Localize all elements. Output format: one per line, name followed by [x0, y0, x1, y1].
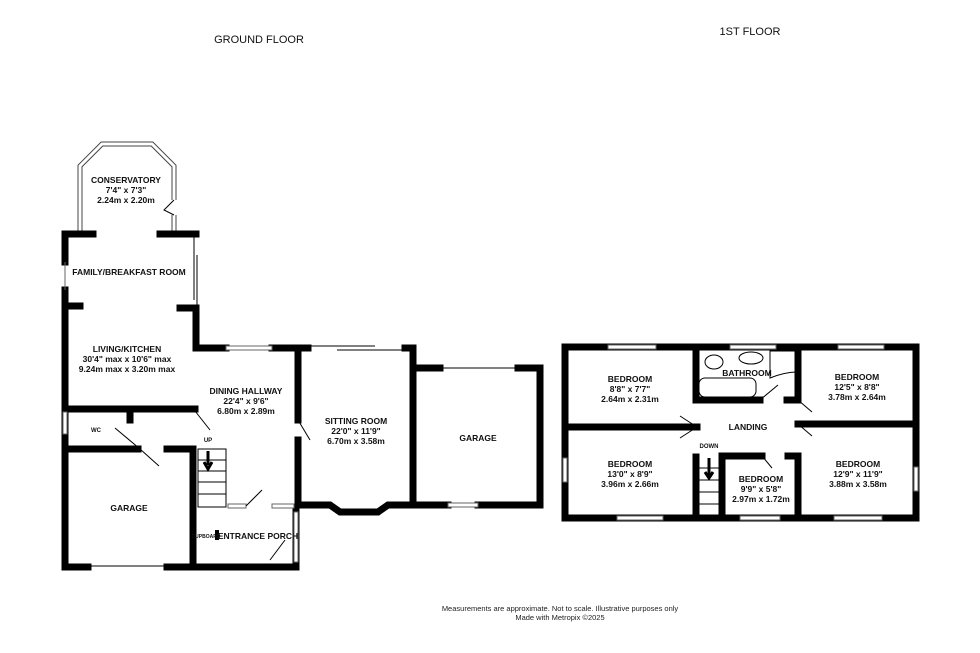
svg-text:BEDROOM: BEDROOM [836, 459, 880, 469]
svg-text:12'9" x 11'9": 12'9" x 11'9" [833, 469, 882, 479]
room-entrance-porch: ENTRANCE PORCH [218, 531, 298, 541]
porch-doors [245, 489, 286, 561]
svg-text:3.78m x 2.64m: 3.78m x 2.64m [828, 392, 886, 402]
svg-text:8'8" x 7'7": 8'8" x 7'7" [610, 384, 650, 394]
stair-arrow-icon [202, 451, 214, 473]
first-floor-heading: 1ST FLOOR [720, 26, 781, 38]
svg-text:DINING HALLWAY: DINING HALLWAY [210, 386, 283, 396]
room-living-kitchen: LIVING/KITCHEN 30'4" max x 10'6" max 9.2… [79, 344, 176, 374]
svg-text:6.80m x 2.89m: 6.80m x 2.89m [217, 406, 275, 416]
room-bedroom-bottom-left: BEDROOM 13'0" x 8'9" 3.96m x 2.66m [601, 459, 659, 489]
svg-text:2.64m x 2.31m: 2.64m x 2.31m [601, 394, 659, 404]
first-floor-doors [679, 384, 813, 469]
svg-text:6.70m x 3.58m: 6.70m x 3.58m [327, 436, 385, 446]
room-bedroom-top-left: BEDROOM 8'8" x 7'7" 2.64m x 2.31m [601, 374, 659, 404]
svg-text:12'5" x 8'8": 12'5" x 8'8" [834, 382, 879, 392]
garage-right-walls [409, 364, 544, 509]
svg-text:LIVING/KITCHEN: LIVING/KITCHEN [93, 344, 161, 354]
stair-arrow-icon [703, 458, 715, 481]
room-landing: LANDING [729, 422, 768, 432]
room-wc: WC [91, 428, 102, 434]
svg-text:BEDROOM: BEDROOM [608, 459, 652, 469]
hall-door [297, 419, 311, 441]
ground-floor-plan: UP CUPBOARD CONSERVATORY 7'4" x 7'3" 2.2… [61, 141, 544, 571]
stairs [197, 448, 227, 508]
sitting-room-walls [294, 344, 417, 516]
bathroom-fixtures [698, 350, 798, 398]
down-label: DOWN [700, 444, 719, 450]
svg-text:9'9" x 5'8": 9'9" x 5'8" [741, 484, 781, 494]
room-bedroom-top-right: BEDROOM 12'5" x 8'8" 3.78m x 2.64m [828, 372, 886, 402]
room-bedroom-bottom-right: BEDROOM 12'9" x 11'9" 3.88m x 3.58m [829, 459, 887, 489]
svg-text:7'4" x 7'3": 7'4" x 7'3" [106, 185, 146, 195]
svg-text:3.96m x 2.66m: 3.96m x 2.66m [601, 479, 659, 489]
wc-doors [114, 410, 211, 467]
svg-text:30'4" max x 10'6" max: 30'4" max x 10'6" max [83, 354, 172, 364]
svg-text:22'0" x 11'9": 22'0" x 11'9" [331, 426, 380, 436]
svg-text:BEDROOM: BEDROOM [608, 374, 652, 384]
first-floor-plan: DOWN BEDROOM 8'8" x 7'7" 2.64m x 2.31m B… [561, 343, 920, 522]
room-dining-hallway: DINING HALLWAY 22'4" x 9'6" 6.80m x 2.89… [210, 386, 283, 416]
svg-text:BEDROOM: BEDROOM [835, 372, 879, 382]
room-garage-right: GARAGE [459, 433, 497, 443]
svg-text:13'0" x 8'9": 13'0" x 8'9" [607, 469, 652, 479]
room-family-breakfast: FAMILY/BREAKFAST ROOM [72, 267, 186, 277]
room-bedroom-small: BEDROOM 9'9" x 5'8" 2.97m x 1.72m [732, 474, 790, 504]
svg-text:9.24m max x 3.20m max: 9.24m max x 3.20m max [79, 364, 176, 374]
svg-text:22'4" x 9'6": 22'4" x 9'6" [223, 396, 268, 406]
svg-text:3.88m x 3.58m: 3.88m x 3.58m [829, 479, 887, 489]
up-label: UP [204, 438, 212, 444]
conservatory-door [163, 199, 175, 216]
room-conservatory: CONSERVATORY 7'4" x 7'3" 2.24m x 2.20m [91, 175, 161, 205]
wc-walls [61, 405, 199, 571]
room-sitting-room: SITTING ROOM 22'0" x 11'9" 6.70m x 3.58m [325, 416, 387, 446]
svg-text:2.97m x 1.72m: 2.97m x 1.72m [732, 494, 790, 504]
ground-floor-heading: GROUND FLOOR [214, 34, 304, 46]
svg-text:CONSERVATORY: CONSERVATORY [91, 175, 161, 185]
svg-text:SITTING ROOM: SITTING ROOM [325, 416, 387, 426]
credit: Made with Metropix ©2025 [515, 613, 604, 622]
room-garage-left: GARAGE [110, 503, 148, 513]
svg-text:BEDROOM: BEDROOM [739, 474, 783, 484]
room-bathroom: BATHROOM [722, 368, 771, 378]
first-floor-stairs [699, 458, 720, 505]
disclaimer: Measurements are approximate. Not to sca… [442, 604, 679, 613]
svg-text:2.24m x 2.20m: 2.24m x 2.20m [97, 195, 155, 205]
cupboard-label: CUPBOARD [192, 534, 221, 540]
